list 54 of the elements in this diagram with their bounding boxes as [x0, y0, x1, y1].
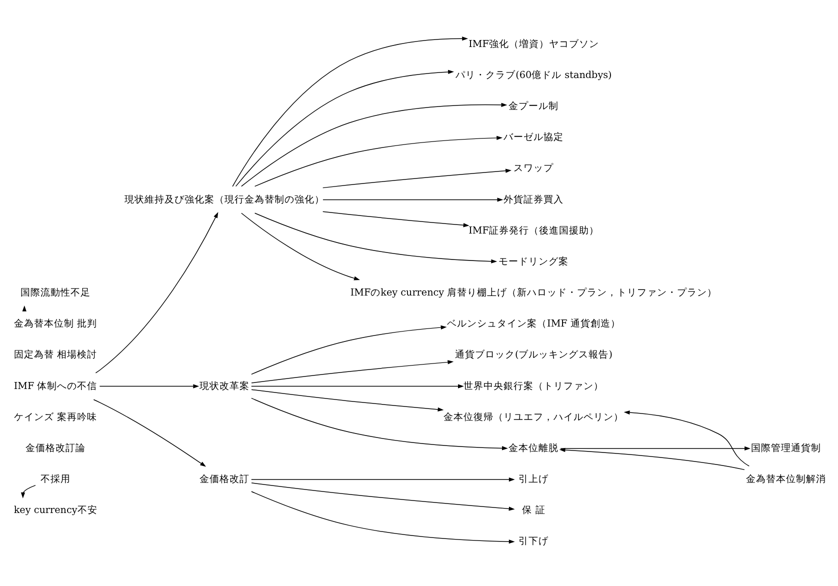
- node-text: 国際管理通貨制: [750, 442, 821, 454]
- arrow: [251, 360, 454, 384]
- node-text: IMF 体制への不信: [14, 380, 98, 392]
- node-text: ケインズ 案再吟味: [14, 412, 98, 423]
- node-text: 金本位復帰（リユエフ，ハイルペリン）: [444, 412, 624, 423]
- arrow: [235, 70, 454, 187]
- arrow: [624, 410, 750, 466]
- node-text: 金為替本位制 批判: [14, 318, 98, 330]
- node-text: IMFのkey currency 肩替り棚上げ（新ハロッド・プラン，トリファン・プラン）: [350, 288, 718, 299]
- node-text: 引下げ: [518, 536, 549, 548]
- node-text: ベルンシュタイン案（IMF 通貨創造）: [447, 318, 620, 330]
- node-text: 不採用: [40, 474, 71, 486]
- node-text: バーゼル協定: [504, 132, 564, 144]
- node-text: モードリング案: [498, 256, 569, 268]
- arrow: [93, 399, 206, 467]
- arrow: [241, 102, 508, 187]
- node-text: スワップ: [514, 163, 554, 174]
- arrow: [20, 484, 36, 498]
- arrow: [322, 168, 512, 188]
- node-text: 保 証: [522, 505, 546, 516]
- node-text: 金価格改訂論: [26, 442, 86, 454]
- node-text: 金為替本位制解消: [746, 474, 826, 486]
- node-text: 通貨ブロック(ブルッキングス報告): [454, 350, 612, 361]
- node-text: パリ・クラブ(60億ドル standbys): [456, 70, 612, 81]
- arrow: [251, 491, 515, 544]
- node-text: 固定為替 相場検討: [14, 350, 98, 361]
- node-text: 国際流動性不足: [20, 288, 91, 299]
- arrow: [251, 325, 447, 375]
- arrow: [322, 198, 504, 202]
- arrow: [251, 384, 464, 388]
- arrow: [251, 477, 515, 482]
- node-text: 現状改革案: [200, 380, 250, 392]
- node-text: 現状維持及び強化案（現行金為替制の強化）: [124, 194, 325, 206]
- arrow: [322, 211, 470, 228]
- arrow: [241, 212, 360, 280]
- node-text: IMF強化（増資）ヤコブソン: [468, 38, 599, 50]
- arrow: [251, 398, 508, 450]
- arrow: [99, 384, 200, 388]
- arrow: [232, 36, 468, 187]
- node-text: 金プール制: [508, 100, 559, 112]
- arrow: [251, 482, 515, 511]
- node-text: 金価格改訂: [200, 474, 250, 486]
- node-text: key currency不安: [14, 505, 98, 516]
- node-text: 外貨証券買入: [504, 194, 564, 206]
- node-text: 金本位離脱: [508, 442, 559, 454]
- node-text: 引上げ: [518, 474, 549, 486]
- arrow: [95, 212, 218, 374]
- node-text: IMF証券発行（後進国援助）: [468, 225, 599, 236]
- arrow: [254, 136, 503, 187]
- arrow: [559, 448, 745, 470]
- arrow: [251, 389, 444, 412]
- node-text: 世界中央銀行案（トリファン）: [464, 380, 604, 392]
- arrow: [254, 212, 498, 264]
- arrow: [560, 446, 750, 451]
